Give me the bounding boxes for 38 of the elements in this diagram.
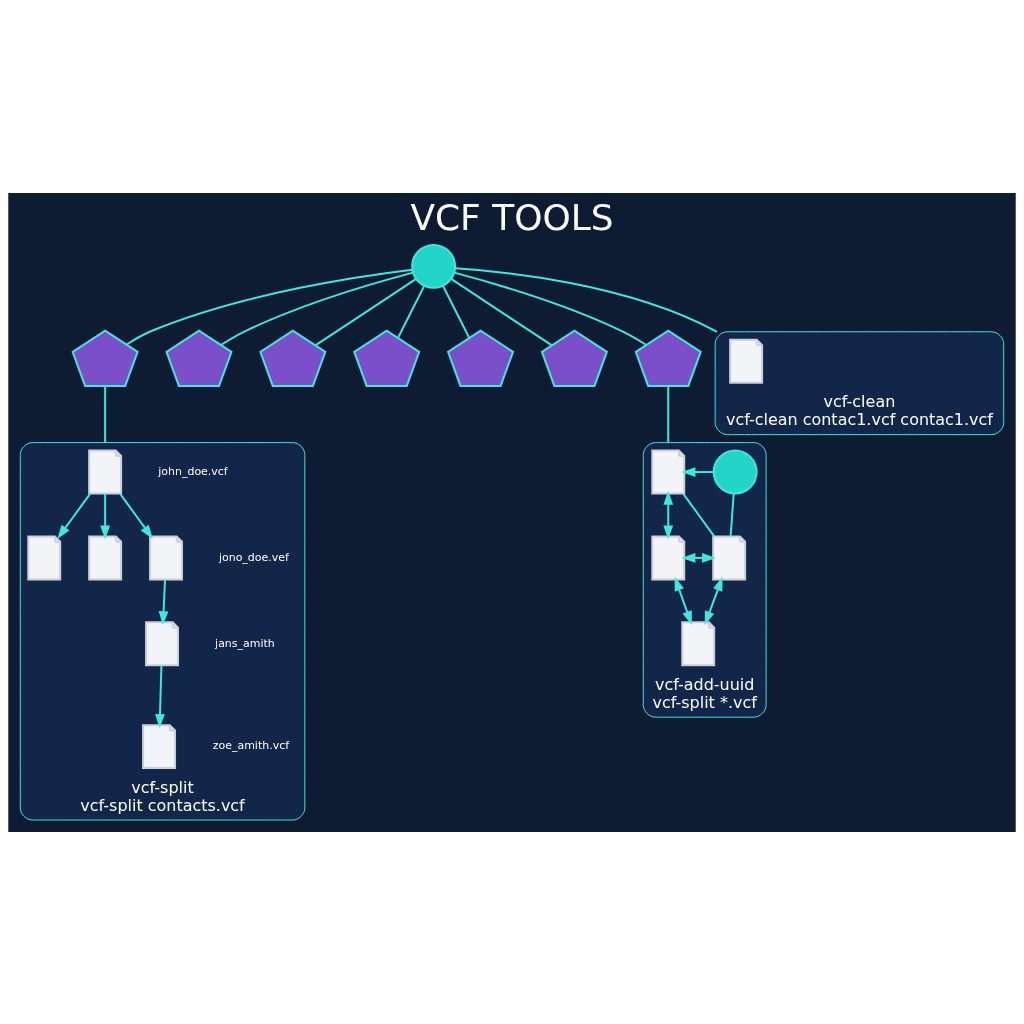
cluster: vcf-clean vcf-clean contac1.vcf contac1.vcf — [714, 330, 1005, 435]
arrow — [158, 578, 169, 625]
arrow — [119, 492, 153, 539]
node-circle — [411, 243, 457, 289]
node-pentagon — [446, 329, 515, 387]
node-pentagon — [634, 329, 702, 387]
connector — [450, 277, 553, 346]
arrow — [663, 490, 674, 539]
node-pentagon — [540, 329, 609, 387]
connector — [220, 271, 414, 346]
connector — [314, 277, 418, 346]
connector — [667, 384, 670, 444]
node-pentagon — [259, 329, 327, 387]
connector — [397, 284, 426, 339]
node-label: jono_doe.vef — [218, 550, 289, 564]
node-circle — [712, 449, 758, 495]
node-label: jans_amith — [215, 636, 275, 650]
arrow — [681, 552, 717, 563]
arrow — [57, 492, 92, 539]
arrow — [100, 492, 111, 539]
connector — [454, 266, 718, 333]
connector — [104, 384, 107, 444]
arrow — [681, 466, 715, 477]
connector — [442, 284, 471, 339]
node-label: john_doe.vcf — [158, 464, 228, 478]
connector — [453, 271, 647, 346]
connector — [729, 492, 735, 537]
node-pentagon — [353, 329, 421, 387]
node-pentagon — [165, 329, 233, 387]
arrow — [704, 576, 723, 625]
connector — [682, 492, 716, 537]
connector — [125, 268, 414, 346]
arrow — [674, 576, 692, 625]
node-label: zoe_amith.vcf — [212, 738, 290, 752]
diagram-title: VCF TOOLS — [410, 196, 614, 238]
node-pentagon — [71, 329, 139, 387]
arrow — [155, 664, 165, 728]
cluster: vcf-add-uuid vcf-split *.vcf — [642, 441, 767, 718]
